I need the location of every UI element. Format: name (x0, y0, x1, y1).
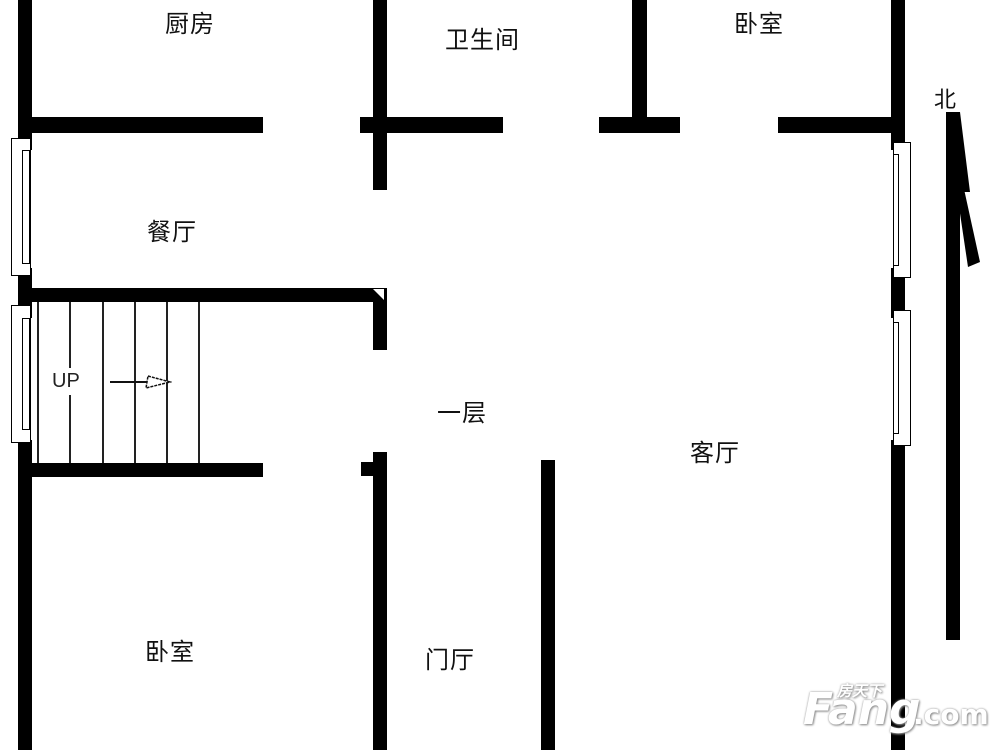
wall-bedroom-south-right (778, 117, 904, 133)
room-label-living: 客厅 (690, 439, 740, 467)
window-west-stairs-inner (22, 318, 30, 430)
room-label-dining: 餐厅 (147, 218, 197, 246)
wall-bedroom-south-east (373, 452, 387, 750)
window-east-upper-inner (893, 154, 899, 266)
window-west-dining-inner (22, 150, 30, 264)
wall-east-mid (891, 268, 905, 318)
wall-stairs-south (18, 463, 263, 477)
wall-west-lower (18, 440, 32, 750)
corner-marker (373, 289, 384, 300)
watermark-en-big: Fang (803, 684, 921, 735)
north-arrow-icon (946, 112, 980, 640)
wall-east-lower (891, 440, 905, 750)
wall-bedroom-south-left (599, 117, 680, 133)
stair-tread (198, 302, 200, 463)
wall-kitchen-east (373, 0, 387, 190)
wall-east-upper (891, 0, 905, 150)
wall-foyer-east (541, 460, 555, 750)
room-label-bathroom: 卫生间 (445, 26, 520, 54)
stair-arrow-icon (110, 375, 172, 390)
wall-bathroom-east (632, 0, 647, 130)
wall-west-upper (18, 0, 32, 150)
wall-kitchen-south (18, 117, 263, 133)
watermark: Fang 房天下 .com (803, 682, 993, 742)
wall-stairs-east (373, 288, 387, 350)
wall-dining-south (18, 288, 387, 302)
stair-tread (102, 302, 104, 463)
stair-up-label: UP (52, 368, 80, 395)
room-label-bedroom-north: 卧室 (734, 10, 784, 38)
wall-bedroom-south-east-stub (361, 462, 375, 476)
floor-label: 一层 (437, 399, 487, 427)
room-label-bedroom-south: 卧室 (145, 638, 195, 666)
room-label-foyer: 门厅 (425, 646, 475, 674)
compass-label: 北 (934, 88, 958, 113)
watermark-cn: 房天下 (837, 682, 883, 700)
window-east-lower-inner (893, 322, 899, 434)
watermark-en-small: .com (913, 698, 989, 731)
stair-tread (37, 302, 39, 463)
wall-bathroom-south-left (360, 117, 503, 133)
room-label-kitchen: 厨房 (165, 10, 215, 38)
